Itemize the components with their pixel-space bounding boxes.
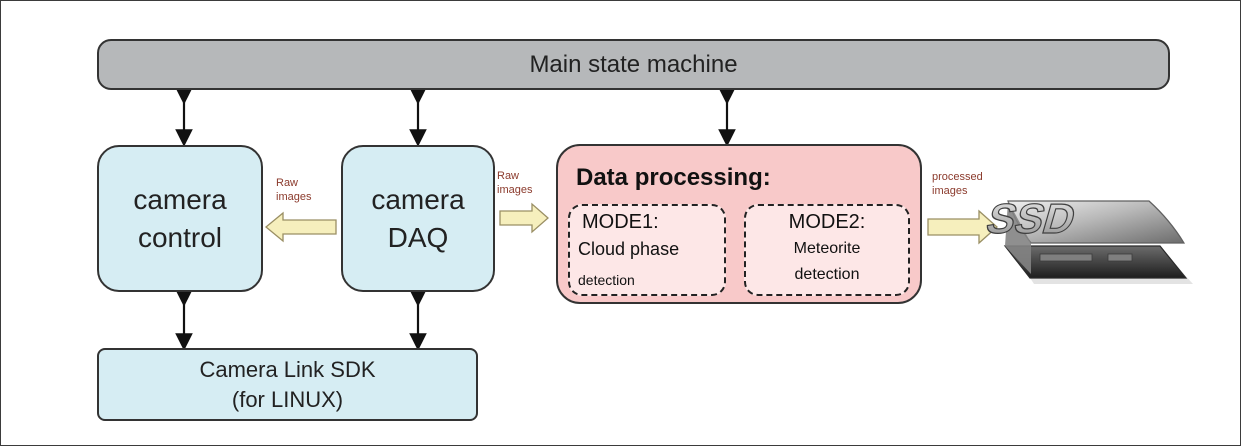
processed-images-arrow xyxy=(927,209,998,245)
camera-link-sdk-line2: (for LINUX) xyxy=(231,386,344,412)
camera-control-box: camera control xyxy=(97,145,263,292)
ssd-connector-detail xyxy=(1107,253,1133,262)
data-processing-box: Data processing: MODE1: Cloud phase dete… xyxy=(556,144,922,304)
raw-images-right-line2: images xyxy=(497,184,533,196)
camera-link-sdk-box: Camera Link SDK (for LINUX) xyxy=(97,348,478,421)
camera-control-line2: control xyxy=(137,221,223,253)
processed-images-label: processed images xyxy=(932,170,983,198)
processed-images-line2: images xyxy=(932,185,968,197)
mode1-line2: Cloud phase xyxy=(578,239,680,259)
mode2-line3: detection xyxy=(794,266,860,283)
raw-images-left-line1: Raw xyxy=(276,177,299,189)
camera-daq-box: camera DAQ xyxy=(341,145,495,292)
camera-link-sdk-line1: Camera Link SDK xyxy=(199,356,376,382)
raw-images-right-arrow xyxy=(499,202,549,234)
mode2-box: MODE2: Meteorite detection xyxy=(744,204,910,296)
main-state-machine-label: Main state machine xyxy=(529,50,738,78)
mode1-line3: detection xyxy=(578,272,635,288)
mode2-line2: Meteorite xyxy=(793,240,861,257)
camera-daq-line2: DAQ xyxy=(387,221,449,253)
raw-images-left-arrow xyxy=(264,211,337,243)
main-state-machine-box: Main state machine xyxy=(97,39,1170,90)
camera-daq-line1: camera xyxy=(371,183,465,215)
raw-images-right-label: Raw images xyxy=(497,169,532,197)
flow-arrows xyxy=(264,202,998,245)
ssd-connector xyxy=(1039,253,1093,262)
ssd-label: SSD xyxy=(981,196,1081,243)
mode1-title: MODE1: xyxy=(582,211,659,233)
ssd-illustration xyxy=(1003,200,1193,284)
mode1-box: MODE1: Cloud phase detection xyxy=(568,204,726,296)
raw-images-right-line1: Raw xyxy=(497,170,520,182)
data-processing-title: Data processing: xyxy=(576,164,771,191)
vertical-arrows xyxy=(175,87,736,351)
raw-images-left-line2: images xyxy=(276,191,312,203)
camera-control-line1: camera xyxy=(133,183,227,215)
raw-images-left-label: Raw images xyxy=(276,176,311,204)
mode2-title: MODE2: xyxy=(788,211,866,233)
ssd-front-plate xyxy=(1005,201,1031,274)
processed-images-line1: processed xyxy=(932,171,983,183)
